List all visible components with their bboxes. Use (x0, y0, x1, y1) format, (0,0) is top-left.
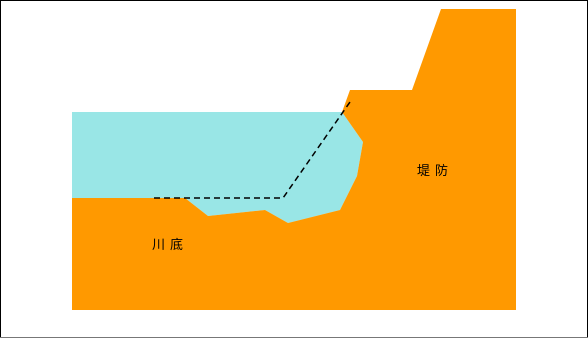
riverbed-label: 川底 (152, 237, 188, 253)
earth-area (72, 9, 516, 310)
water-area (72, 112, 363, 223)
levee-label: 堤防 (417, 163, 453, 179)
dashed-profile-line (154, 101, 351, 199)
